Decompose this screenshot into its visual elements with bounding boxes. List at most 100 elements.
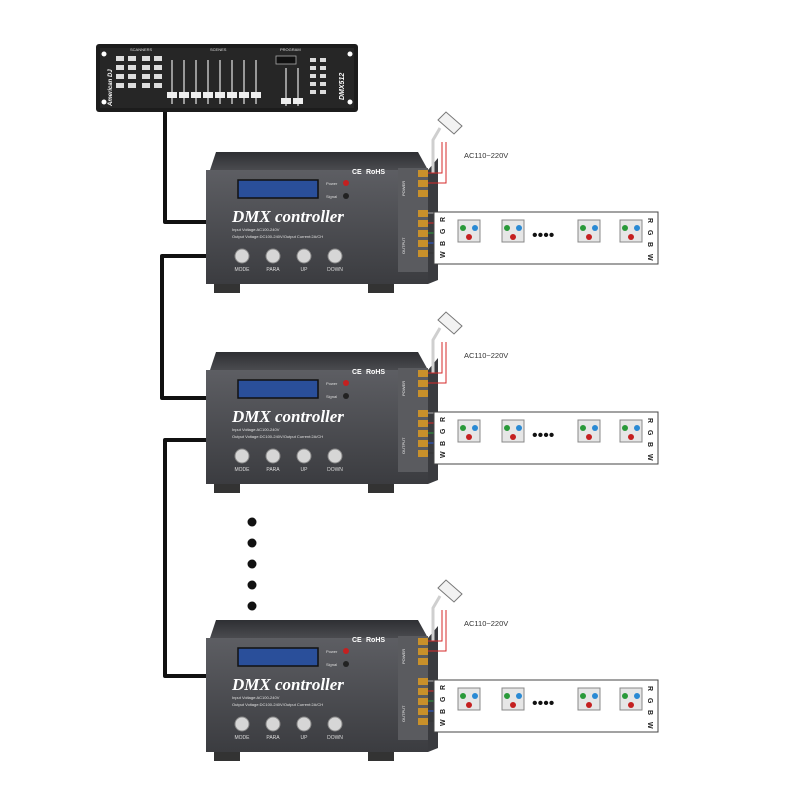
console-button[interactable] [116,56,124,61]
fader-knob[interactable] [203,92,213,98]
console-button[interactable] [320,90,326,94]
console-button[interactable] [320,82,326,86]
para-button[interactable] [265,448,281,464]
led-green [504,693,510,699]
fader-track [183,60,185,104]
terminal-pin [418,678,428,685]
console-button[interactable] [310,82,316,86]
down-button[interactable] [327,248,343,264]
para-button[interactable] [265,716,281,732]
strip-label-b: B [440,241,447,246]
console-button[interactable] [320,74,326,78]
fader-knob[interactable] [227,92,237,98]
console-button[interactable] [142,83,150,88]
console-button[interactable] [310,58,316,62]
terminal-pin [418,420,428,427]
down-button[interactable] [327,448,343,464]
terminal-pin [418,440,428,447]
mode-button[interactable] [234,248,250,264]
strip-label-b-end: B [646,442,653,447]
console-button[interactable] [320,58,326,62]
console-button[interactable] [128,56,136,61]
console-button[interactable] [310,74,316,78]
fader-knob[interactable] [215,92,225,98]
terminal-pin [418,190,428,197]
console-label-program: PROGRAM [280,47,301,52]
ac-voltage-label: AC110~220V [464,619,508,628]
signal-label: Signal [326,194,337,199]
console-label-scenes: SCENES [210,47,227,52]
console-button[interactable] [310,90,316,94]
led-chip [457,219,481,243]
strip-label-r: R [440,685,447,690]
led-blue [634,225,640,231]
continuation-dot [247,517,257,527]
led-chip [619,687,643,711]
strip-label-w-end: W [646,454,653,461]
console-button[interactable] [128,65,136,70]
controller-title: DMX controller [231,407,344,426]
fader-knob[interactable] [293,98,303,104]
mode-button[interactable] [234,716,250,732]
spec-input: Input Voltage:AC100-240V [232,427,280,432]
led-blue [592,225,598,231]
signal-label: Signal [326,662,337,667]
console-button[interactable] [128,74,136,79]
down-button[interactable] [327,716,343,732]
led-blue [634,693,640,699]
console-button[interactable] [116,74,124,79]
terminal-pin [418,170,428,177]
fader-knob[interactable] [179,92,189,98]
fader-knob[interactable] [191,92,201,98]
para-button[interactable] [265,248,281,264]
continuation-dot [247,580,257,590]
console-button[interactable] [154,56,162,61]
terminal-pin [418,718,428,725]
led-blue [472,425,478,431]
fader-knob[interactable] [239,92,249,98]
console-button[interactable] [154,65,162,70]
led-chip [577,419,601,443]
dmx-cable-controller-1-to-2 [160,254,208,400]
up-button[interactable] [296,716,312,732]
mode-label: MODE [235,267,251,273]
console-button[interactable] [128,83,136,88]
up-label: UP [301,467,309,473]
dmx-controller-1: Power Signal CE RoHS DMX controller Inpu… [206,111,659,293]
strip-label-g-end: G [646,230,653,236]
fader-knob[interactable] [251,92,261,98]
led-chip [619,419,643,443]
dmx-console: SCANNERS SCENES PROGRAM [96,44,358,112]
console-button[interactable] [142,74,150,79]
fader-track [255,60,257,104]
scanner-buttons [116,56,162,88]
mode-button[interactable] [234,448,250,464]
console-button[interactable] [116,83,124,88]
up-button[interactable] [296,248,312,264]
fader-track [171,60,173,104]
console-button[interactable] [116,65,124,70]
fader-knob[interactable] [167,92,177,98]
console-button[interactable] [142,65,150,70]
mount-foot [214,751,240,761]
led-chip [577,219,601,243]
console-button[interactable] [320,66,326,70]
lcd-screen [237,379,319,399]
strip-label-b: B [440,709,447,714]
terminal-pin [418,698,428,705]
terminal-pin [418,410,428,417]
console-button[interactable] [142,56,150,61]
controller-top-panel [210,352,428,370]
led-green [460,225,466,231]
para-label: PARA [266,267,280,273]
console-button[interactable] [310,66,316,70]
power-cord [431,327,442,373]
up-button[interactable] [296,448,312,464]
console-label-scanners: SCANNERS [130,47,153,52]
console-button[interactable] [154,74,162,79]
fader-knob[interactable] [281,98,291,104]
led-green [460,693,466,699]
rohs-mark: RoHS [366,169,385,176]
console-button[interactable] [154,83,162,88]
terminal-pin [418,658,428,665]
